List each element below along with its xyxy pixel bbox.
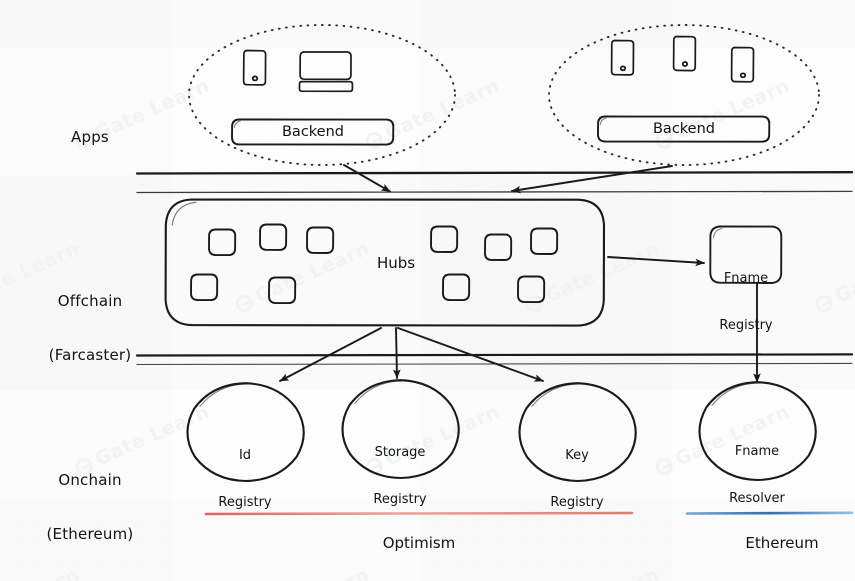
- arrow-backend-left-to-hubs: [343, 164, 391, 193]
- backend-label-right[interactable]: Backend: [652, 121, 715, 137]
- backend-label-left[interactable]: Backend: [281, 124, 344, 140]
- hub-node: [430, 225, 459, 253]
- phone-icon: [730, 46, 755, 83]
- key-registry-label-line2: Registry: [550, 495, 604, 511]
- gate-logo-icon: [812, 291, 836, 315]
- arrow-backend-right-to-hubs: [511, 165, 673, 194]
- layer-label-offchain-line1: Offchain: [57, 291, 123, 310]
- hub-node: [306, 226, 335, 254]
- phone-icon: [610, 39, 635, 76]
- id-registry-label[interactable]: Id Registry: [195, 416, 295, 543]
- layer-label-apps-line1: Apps: [71, 127, 109, 146]
- fname-registry-label-line1: Fname: [723, 270, 769, 286]
- fname-resolver-label[interactable]: Fname Resolver: [707, 412, 807, 539]
- hub-node: [530, 227, 559, 255]
- gate-logo-icon: [652, 454, 676, 478]
- layer-label-apps: Apps: [5, 91, 175, 182]
- watermark: Gate Learn: [522, 564, 663, 581]
- gate-logo-icon: [232, 291, 256, 315]
- storage-registry-label[interactable]: Storage Registry: [350, 413, 450, 540]
- hub-node: [517, 275, 546, 304]
- layer-label-offchain: Offchain (Farcaster): [5, 255, 175, 401]
- hub-node: [190, 273, 219, 302]
- watermark: Gate Learn: [812, 564, 855, 581]
- app-group-left-boundary: [188, 24, 456, 166]
- layer-label-offchain-line2: (Farcaster): [48, 346, 132, 365]
- hub-node: [442, 273, 471, 302]
- fname-resolver-label-line1: Fname: [734, 443, 780, 459]
- storage-registry-label-line1: Storage: [374, 444, 426, 460]
- hubs-label[interactable]: Hubs: [376, 254, 416, 272]
- fname-registry-label-line2: Registry: [719, 318, 773, 334]
- storage-registry-label-line2: Registry: [373, 492, 427, 508]
- key-registry-label-line1: Key: [565, 447, 589, 463]
- gate-logo-icon: [522, 291, 546, 315]
- layer-divider-apps-offchain: [135, 171, 854, 194]
- ethereum-chain-label: Ethereum: [745, 534, 819, 552]
- optimism-chain-label: Optimism: [382, 534, 456, 552]
- background-band: [0, 0, 855, 48]
- watermark-text: Gate Learn: [831, 238, 855, 308]
- app-group-right-boundary: [548, 24, 820, 166]
- watermark-text: Gate Learn: [541, 237, 663, 308]
- watermark-text: Gate Learn: [381, 74, 503, 145]
- watermark: Gate Learn: [232, 238, 373, 317]
- arrow-hubs-to-id-registry: [279, 327, 382, 382]
- id-registry-label-line1: Id: [238, 447, 252, 463]
- layer-label-onchain-line2: (Ethereum): [46, 525, 134, 544]
- arrow-hubs-to-storage-registry: [393, 327, 401, 379]
- id-registry-label-line2: Registry: [218, 495, 272, 511]
- arrow-hubs-to-key-registry: [397, 327, 544, 382]
- fname-registry-label[interactable]: Fname Registry: [710, 239, 782, 366]
- watermark: Gate Learn: [652, 75, 793, 154]
- watermark: Gate Learn: [812, 238, 855, 317]
- hub-node: [268, 276, 297, 305]
- hub-node: [484, 233, 513, 261]
- watermark-text: Gate Learn: [542, 564, 663, 581]
- hub-node: [208, 228, 237, 257]
- layer-label-onchain: Onchain (Ethereum): [5, 434, 175, 580]
- watermark: Gate Learn: [522, 238, 663, 317]
- watermark-text: Gate Learn: [252, 564, 373, 581]
- layer-label-onchain-line1: Onchain: [58, 470, 122, 489]
- fname-resolver-label-line2: Resolver: [729, 491, 785, 507]
- laptop-icon: [298, 51, 354, 93]
- hub-node: [259, 223, 288, 251]
- arrow-hubs-to-fname-registry: [607, 256, 705, 267]
- watermark: Gate Learn: [232, 564, 373, 581]
- phone-icon: [672, 35, 697, 72]
- watermark-text: Gate Learn: [832, 564, 855, 581]
- key-registry-label[interactable]: Key Registry: [527, 416, 627, 543]
- watermark-text: Gate Learn: [251, 237, 373, 308]
- phone-icon: [242, 49, 267, 86]
